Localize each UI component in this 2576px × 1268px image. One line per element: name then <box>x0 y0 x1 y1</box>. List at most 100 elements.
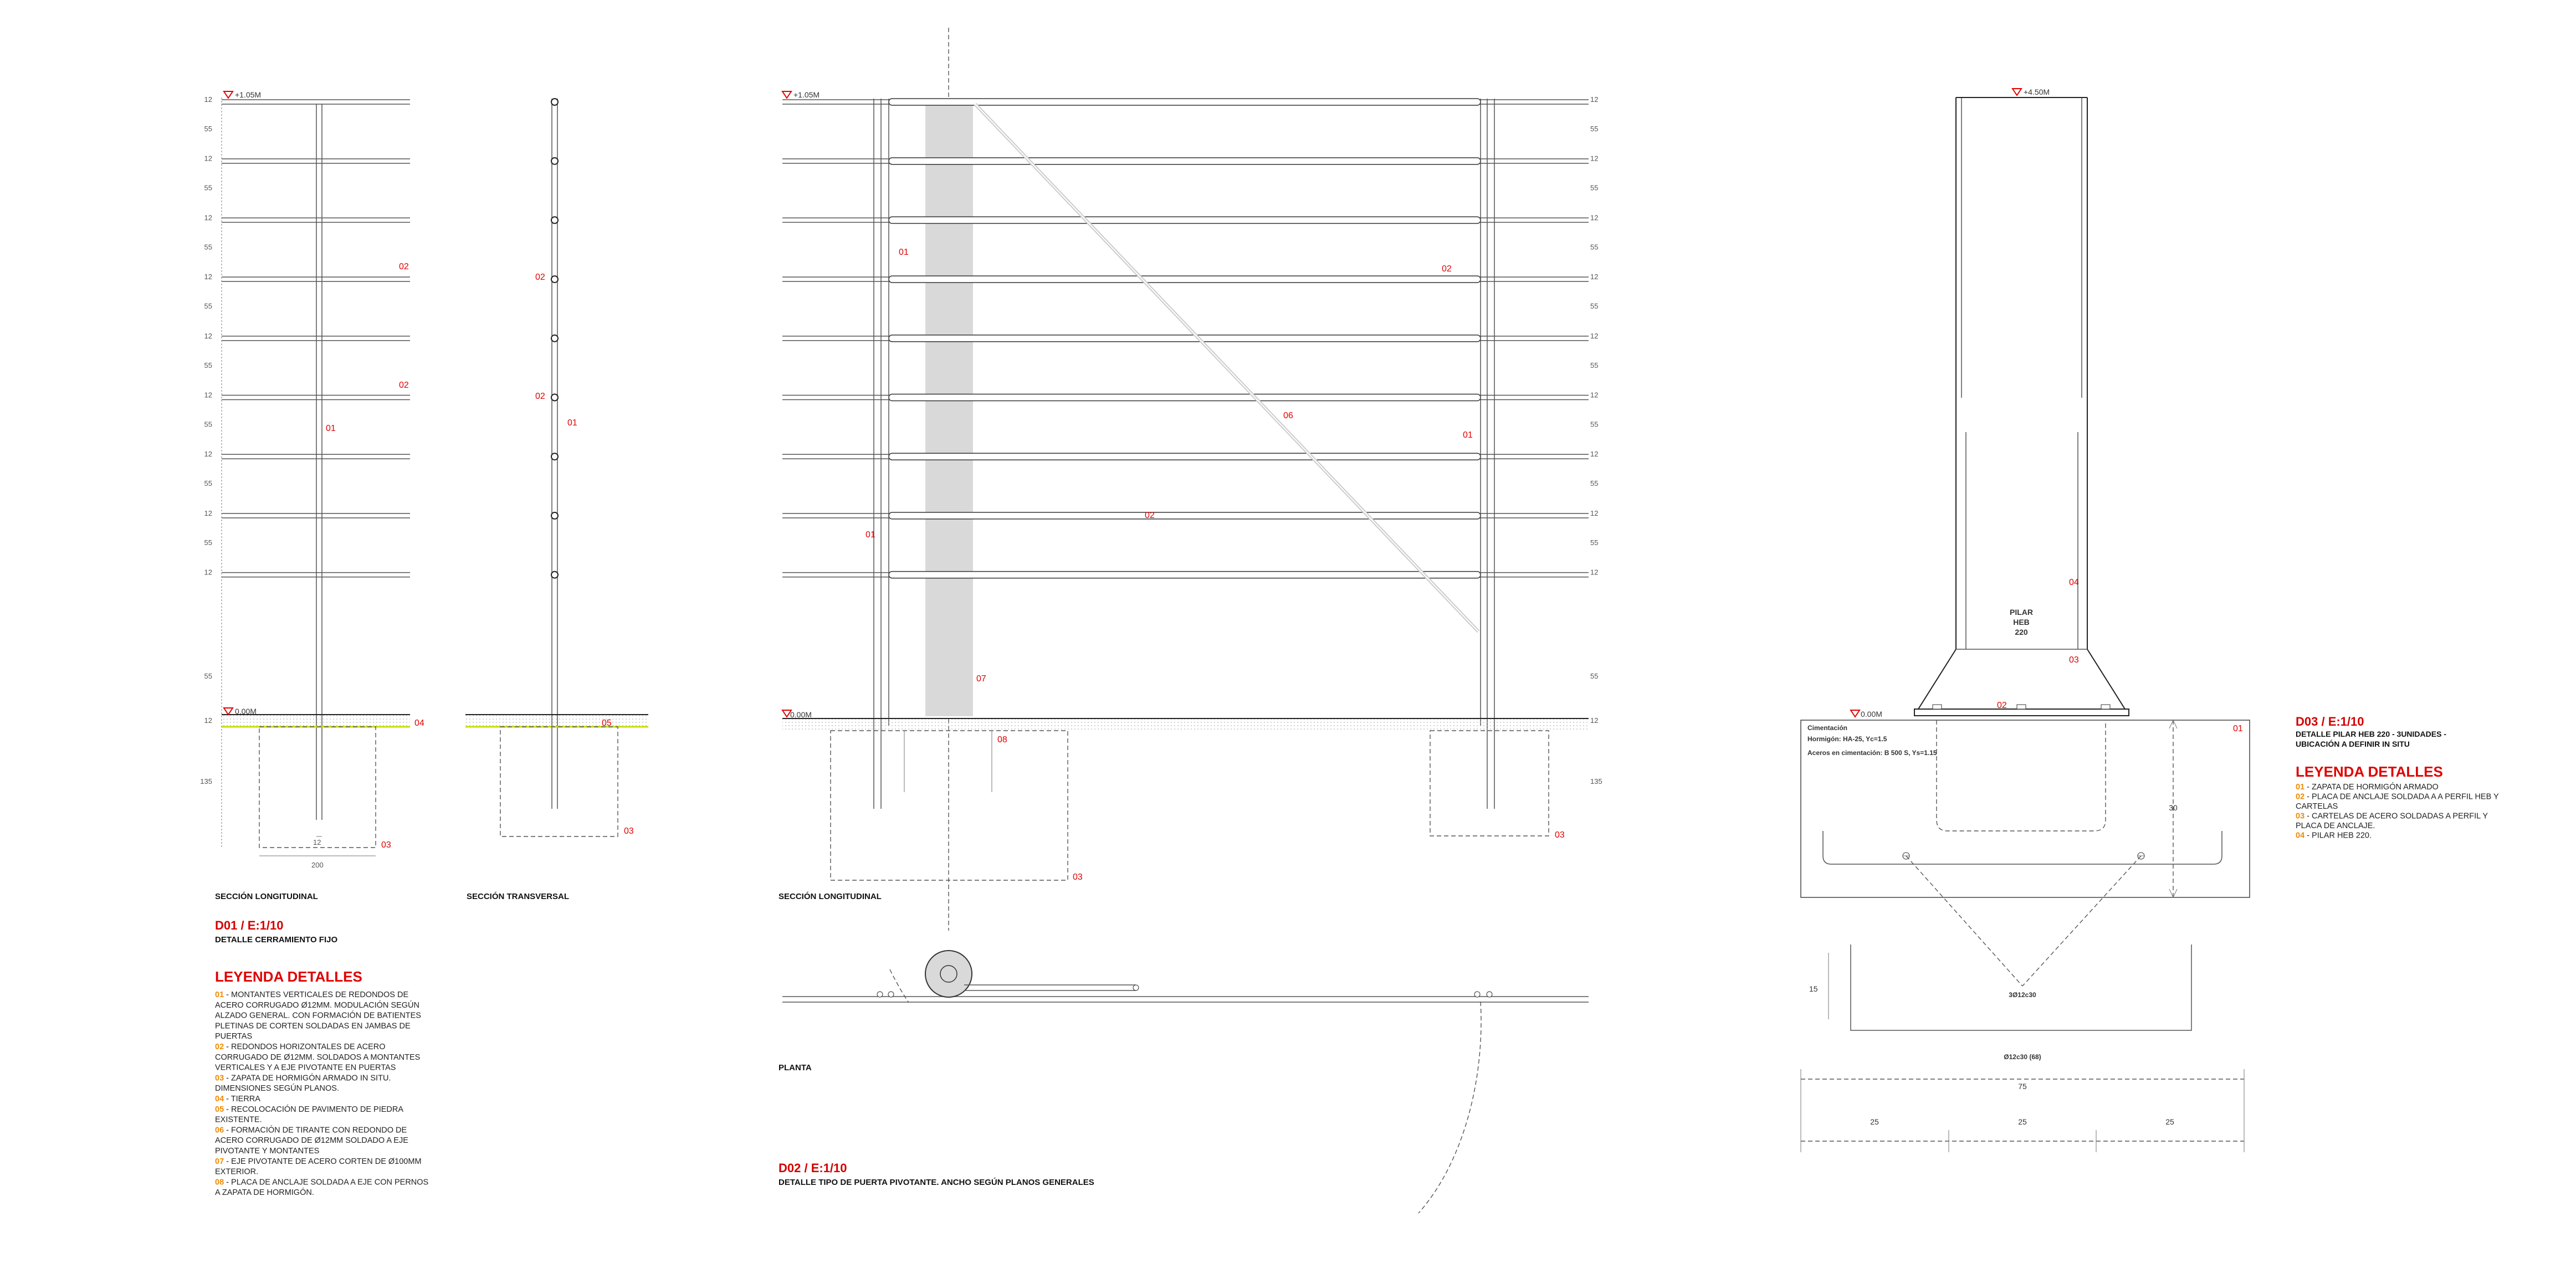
d03-subtitle-2: UBICACIÓN A DEFINIR IN SITU <box>2296 739 2410 748</box>
d01-bar-section-circle <box>551 216 559 224</box>
d01-dim-label: 12 <box>204 213 212 222</box>
d01-legend-line: ACERO CORRUGADO DE Ø12MM SOLDADO A EJE <box>215 1136 408 1145</box>
d01-legend-line: 07 - EJE PIVOTANTE DE ACERO CORTEN DE Ø1… <box>215 1157 422 1166</box>
d03-legend-line: 01 - ZAPATA DE HORMIGÓN ARMADO <box>2296 782 2439 792</box>
d02-dim-label: 12 <box>1590 95 1598 104</box>
d02-tag-03a: 03 <box>1073 872 1083 882</box>
d01-level-top: +1.05M <box>235 90 261 99</box>
d03-rebar2: Ø12c30 (68) <box>2004 1053 2041 1061</box>
d03-legend-line: 02 - PLACA DE ANCLAJE SOLDADA A A PERFIL… <box>2296 793 2499 802</box>
d01-tag-02b: 02 <box>399 381 409 390</box>
d02-dim-label: 55 <box>1590 420 1598 429</box>
d01-bar-section-circle <box>551 393 559 402</box>
d01-dim-inner: 12 <box>313 838 321 846</box>
d01-legend-number: 05 <box>215 1105 224 1114</box>
d02-level-top: +1.05M <box>793 90 820 99</box>
d01-legend-line: EXTERIOR. <box>215 1168 258 1177</box>
d02-dim-label: 55 <box>1590 184 1598 192</box>
d01-legend-line: 03 - ZAPATA DE HORMIGÓN ARMADO IN SITU. <box>215 1073 391 1082</box>
d01-legend-line: 02 - REDONDOS HORIZONTALES DE ACERO <box>215 1043 386 1051</box>
d03-legend-number: 03 <box>2296 812 2304 821</box>
d02-tag-06: 06 <box>1283 411 1293 420</box>
d02-dim-label: 12 <box>1590 509 1598 517</box>
d02-gate-bar <box>888 157 1481 165</box>
d01-legend: 01 - MONTANTES VERTICALES DE REDONDOS DE… <box>215 990 428 1197</box>
d01-legend-line: EXISTENTE. <box>215 1116 262 1125</box>
d02-longitudinal-section: +1.05M 0.00M 125512551255125512551255125… <box>779 28 1602 931</box>
d02-tag-01a: 01 <box>899 248 909 257</box>
d02-gate-bar <box>888 216 1481 224</box>
d01-dim-label: 12 <box>204 273 212 281</box>
d01t-tag-05: 05 <box>602 718 612 728</box>
d01t-tag-01: 01 <box>567 418 577 428</box>
d02-plan: PLANTA D02 / E:1/10 DETALLE TIPO DE PUER… <box>779 950 1589 1214</box>
d01-legend-line: DIMENSIONES SEGÚN PLANOS. <box>215 1084 339 1093</box>
d02-dim-label: 55 <box>1590 479 1598 487</box>
d03-legend-title: LEYENDA DETALLES <box>2296 763 2443 780</box>
d01-dim-label: 12 <box>204 716 212 725</box>
d01-bar-section-circle <box>551 511 559 520</box>
d01-legend-line: 06 - FORMACIÓN DE TIRANTE CON REDONDO DE <box>215 1125 407 1134</box>
d03-title: D03 / E:1/10 <box>2296 715 2364 728</box>
d01-bar-section-circle <box>551 334 559 342</box>
d01-transversal-section: 02 02 01 05 03 SECCIÓN TRANSVERSAL <box>465 98 648 901</box>
d01-title: D01 / E:1/10 <box>215 918 284 932</box>
d03-dim-15: 15 <box>1809 984 1818 993</box>
d01-dim-label: 12 <box>204 155 212 163</box>
d01-dimension-column: 1255125512551255125512551255125512551213… <box>200 95 212 786</box>
d02-level-zero: 0.00M <box>790 710 812 719</box>
d03-dim-25c: 25 <box>2165 1117 2174 1126</box>
d01-legend-number: 07 <box>215 1157 224 1166</box>
d02-dim-label: 12 <box>1590 155 1598 163</box>
d01-legend-line: 04 - TIERRA <box>215 1095 260 1103</box>
d01-tag-01: 01 <box>326 424 336 433</box>
d01-legend-number: 02 <box>215 1043 224 1051</box>
d02-dim-label: 135 <box>1590 777 1602 786</box>
d02-gate-bar <box>888 275 1481 283</box>
d02-dim-label: 12 <box>1590 391 1598 399</box>
d03-pillar-label-3: 220 <box>2015 628 2028 636</box>
d01-legend-title: LEYENDA DETALLES <box>215 968 362 985</box>
d03-subtitle-1: DETALLE PILAR HEB 220 - 3UNIDADES - <box>2296 730 2446 738</box>
d01-tag-02a: 02 <box>399 262 409 271</box>
d03-dim-25a: 25 <box>1870 1117 1879 1126</box>
d03-legend-line: PLACA DE ANCLAJE. <box>2296 822 2375 830</box>
d01-dim-label: 12 <box>204 95 212 104</box>
d02-dim-label: 12 <box>1590 273 1598 281</box>
d02-tag-07: 07 <box>976 674 986 684</box>
d02-dim-label: 55 <box>1590 361 1598 369</box>
d03-title-block: D03 / E:1/10 DETALLE PILAR HEB 220 - 3UN… <box>2296 715 2499 840</box>
d03-foundation-label: Cimentación <box>1807 724 1847 732</box>
d02-caption-plan: PLANTA <box>779 1063 812 1072</box>
d01-tag-03: 03 <box>381 840 391 850</box>
d01-legend-line: VERTICALES Y A EJE PIVOTANTE EN PUERTAS <box>215 1064 396 1072</box>
d01-legend-line: CORRUGADO DE Ø12MM. SOLDADOS A MONTANTES <box>215 1053 420 1062</box>
d01-title-block: D01 / E:1/10 DETALLE CERRAMIENTO FIJO LE… <box>215 918 428 1197</box>
d01-legend-number: 01 <box>215 990 224 999</box>
d03-legend-number: 01 <box>2296 783 2304 792</box>
d02-dim-label: 12 <box>1590 332 1598 340</box>
d01t-tag-02a: 02 <box>535 273 545 282</box>
d03-level-zero: 0.00M <box>1861 710 1882 718</box>
d03-pillar-detail: +4.50M 0.00M PILAR HEB 220 04 03 02 01 3… <box>1800 88 2250 1152</box>
d02-gate-bar <box>888 335 1481 342</box>
d01-bar-section-circle <box>551 98 559 106</box>
d02-dim-label: 55 <box>1590 672 1598 680</box>
d03-foundation-concrete: Hormigón: HA-25, Yc=1.5 <box>1807 735 1887 743</box>
d03-legend-line: CARTELAS <box>2296 802 2338 811</box>
d01-legend-number: 04 <box>215 1095 224 1103</box>
d03-dim-75: 75 <box>2018 1082 2027 1091</box>
d01-subtitle: DETALLE CERRAMIENTO FIJO <box>215 935 337 944</box>
d02-gate-bar <box>888 512 1481 520</box>
d01-dim-label: 55 <box>204 672 212 680</box>
d01-legend-line: 05 - RECOLOCACIÓN DE PAVIMENTO DE PIEDRA <box>215 1105 403 1114</box>
d03-foundation-steel: Aceros en cimentación: B 500 S, Ys=1.15 <box>1807 749 1937 757</box>
d03-pillar-label-2: HEB <box>2013 618 2030 627</box>
d01-legend-line: 01 - MONTANTES VERTICALES DE REDONDOS DE <box>215 990 408 999</box>
d01-bar-section-circle <box>551 571 559 579</box>
d01-legend-line: PIVOTANTE Y MONTANTES <box>215 1147 319 1156</box>
d02-dimension-column: 1255125512551255125512551255125512551213… <box>1590 95 1602 786</box>
d02-gate-bar <box>888 571 1481 579</box>
